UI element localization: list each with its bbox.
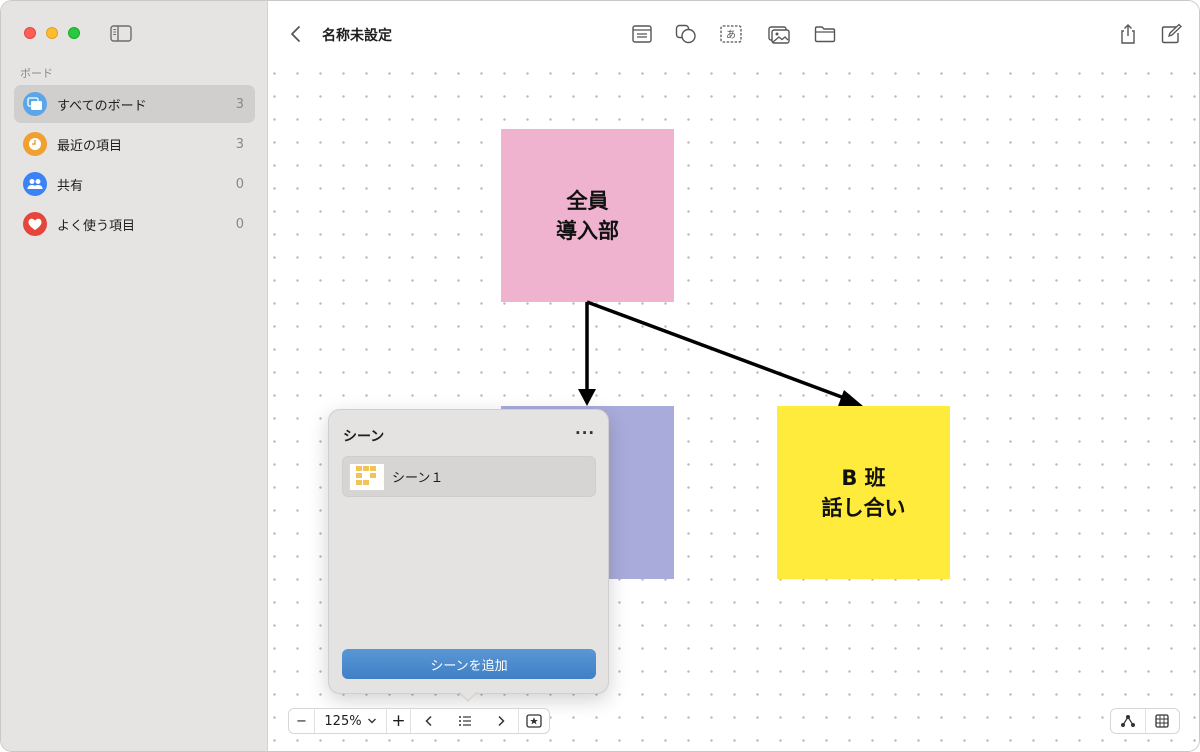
zoom-out-button[interactable]: −: [289, 709, 315, 733]
sticky-note-pink[interactable]: 全員 導入部: [501, 129, 674, 302]
previous-scene-button[interactable]: [411, 709, 447, 733]
connection-points-icon: [1120, 715, 1135, 727]
board-canvas[interactable]: 名称未設定 あ: [269, 1, 1199, 751]
toolbar: [269, 1, 1199, 67]
insert-photo-icon[interactable]: [767, 23, 791, 45]
arrow-diagonal-connector: [586, 300, 848, 401]
scenes-popover: シーン ··· シーン１ シーンを追加: [328, 409, 609, 694]
minimize-window-button[interactable]: [46, 27, 58, 39]
add-scene-button[interactable]: シーンを追加: [342, 649, 596, 679]
sidebar-item-all-boards[interactable]: すべてのボード 3: [14, 85, 255, 123]
scene-list-button[interactable]: [447, 709, 483, 733]
sidebar-item-favorites[interactable]: よく使う項目 0: [14, 205, 255, 243]
next-scene-button[interactable]: [483, 709, 519, 733]
sidebar-item-label: すべてのボード: [57, 98, 147, 114]
zoom-in-button[interactable]: +: [387, 709, 411, 733]
boards-icon: [23, 92, 47, 116]
sidebar-item-count: 0: [235, 216, 244, 232]
people-icon: [23, 172, 47, 196]
close-window-button[interactable]: [24, 27, 36, 39]
sidebar-item-label: よく使う項目: [57, 218, 136, 234]
chevron-right-icon: [497, 715, 505, 727]
connection-points-button[interactable]: [1111, 709, 1146, 733]
sticky-note-yellow[interactable]: B 班 話し合い: [777, 406, 950, 579]
folder-icon[interactable]: [813, 23, 837, 45]
sidebar-item-count: 0: [235, 176, 244, 192]
sidebar: ボード すべてのボード 3 最近の項目 3: [1, 1, 268, 751]
zoom-level-select[interactable]: 125%: [315, 709, 387, 733]
scene-item[interactable]: シーン１: [342, 456, 596, 497]
shapes-icon[interactable]: [674, 23, 698, 45]
list-icon: [459, 716, 471, 726]
svg-text:あ: あ: [726, 29, 736, 41]
zoom-level-value: 125%: [324, 713, 362, 729]
sidebar-item-count: 3: [235, 96, 244, 112]
chevron-left-icon: [425, 715, 432, 727]
back-chevron-icon[interactable]: [287, 23, 305, 45]
bottom-right-controls: [1110, 708, 1180, 734]
sidebar-toggle-icon[interactable]: [110, 25, 132, 42]
grid-icon: [1155, 714, 1169, 728]
zoom-navigation-bar: − 125% +: [288, 708, 550, 734]
more-options-icon[interactable]: ···: [575, 424, 596, 442]
sidebar-item-label: 共有: [57, 178, 84, 194]
popover-title: シーン: [343, 429, 385, 445]
board-title: 名称未設定: [322, 28, 392, 44]
popover-tail: [459, 692, 477, 702]
clock-icon: [23, 132, 47, 156]
share-icon[interactable]: [1116, 23, 1140, 45]
scene-label: シーン１: [392, 471, 444, 486]
heart-icon: [23, 212, 47, 236]
text-box-icon[interactable]: あ: [719, 23, 743, 45]
note-icon[interactable]: [630, 23, 654, 45]
arrow-down-head: [578, 389, 596, 406]
sidebar-item-shared[interactable]: 共有 0: [14, 165, 255, 203]
new-board-icon[interactable]: [1159, 23, 1183, 45]
sidebar-section-label: ボード: [20, 67, 53, 80]
chevron-down-icon: [367, 718, 376, 724]
star-frame-icon: [526, 714, 542, 728]
scene-thumbnail: [350, 463, 384, 490]
add-scene-star-button[interactable]: [519, 709, 549, 733]
arrow-diagonal-head: [838, 390, 863, 406]
sidebar-item-count: 3: [235, 136, 244, 152]
sidebar-item-recent[interactable]: 最近の項目 3: [14, 125, 255, 163]
maximize-window-button[interactable]: [68, 27, 80, 39]
sidebar-item-label: 最近の項目: [57, 138, 123, 154]
connector-arrows: [578, 300, 863, 406]
grid-toggle-button[interactable]: [1146, 709, 1180, 733]
